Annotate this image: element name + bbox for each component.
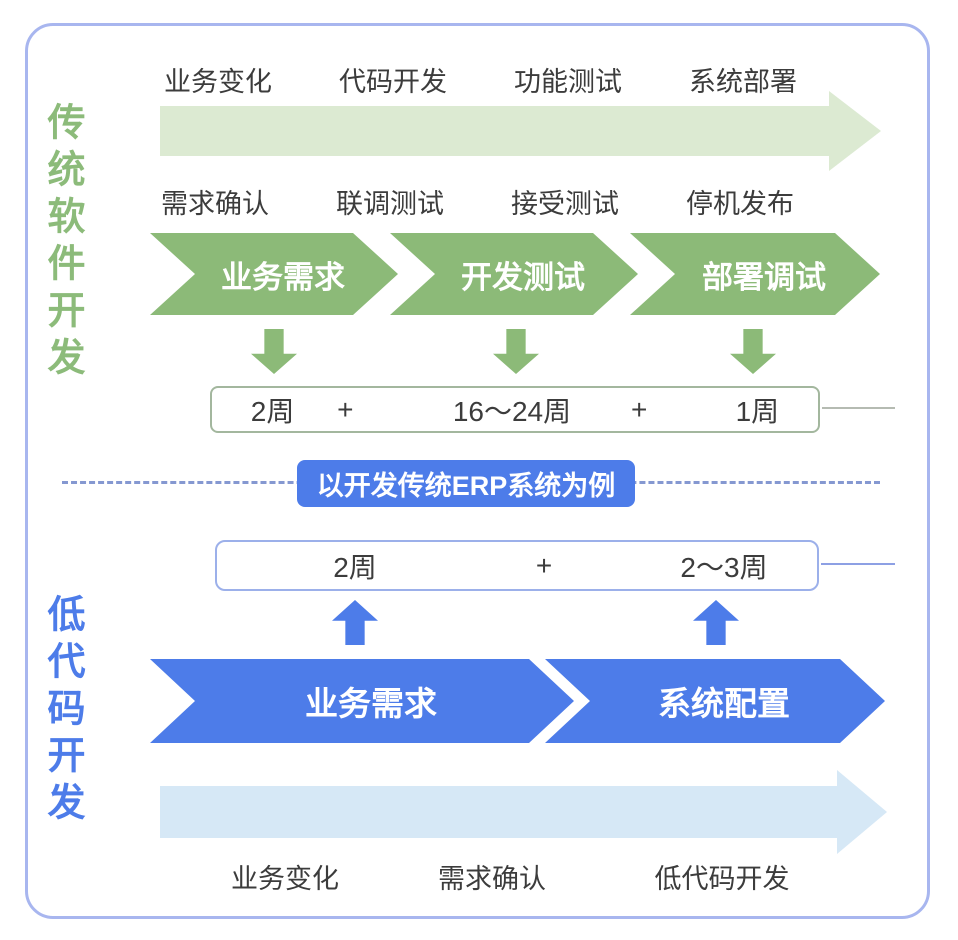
phase-label: 接受测试 [511,189,619,219]
phase-label: 系统部署 [689,67,797,97]
phase-label: 业务变化 [164,67,272,97]
phase-label: 停机发布 [686,189,794,219]
flow-arrow-lowcode [160,786,838,838]
phase-label: 联调测试 [336,189,444,219]
phase-label: 需求确认 [438,864,546,894]
stage-chevron: 业务需求 [150,659,574,743]
phase-label: 低代码开发 [654,864,790,894]
phase-label: 需求确认 [161,189,269,219]
phase-label: 代码开发 [339,67,447,97]
example-badge: 以开发传统ERP系统为例 [297,460,635,507]
plus-sign: + [631,393,648,425]
duration-value: 2周 [333,551,377,583]
section-title-lowcode: 低代码开发 [41,594,83,829]
duration-value: 2～3周 [680,551,768,583]
section-title-traditional: 传统软件开发 [41,102,83,384]
duration-value: 1周 [735,395,780,427]
plus-sign: + [535,549,553,581]
duration-box-lowcode: 2周 + 2～3周 [215,540,819,591]
flow-arrowhead-icon [837,770,887,854]
flow-arrowhead-icon [829,91,881,171]
duration-value: 2周 [250,395,295,427]
phase-label: 功能测试 [514,67,622,97]
phase-label: 业务变化 [231,864,339,894]
flow-arrow-traditional [160,106,830,156]
duration-box-tail-line [821,563,895,565]
duration-box-traditional: 2周 + 16～24周 + 1周 [210,386,820,433]
duration-box-tail-line [822,407,895,409]
plus-sign: + [337,393,354,425]
stage-chevron: 系统配置 [545,659,885,743]
stage-chevron: 开发测试 [390,233,638,315]
duration-value: 16～24周 [452,395,572,427]
